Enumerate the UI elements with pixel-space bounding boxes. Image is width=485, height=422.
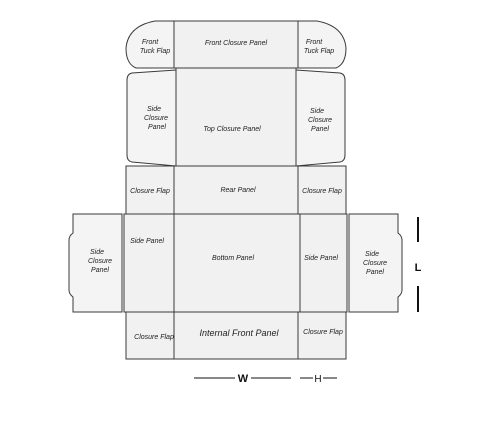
width-dimension-label: W: [238, 373, 249, 385]
label-side-panel-right: Side Panel: [304, 255, 338, 262]
label-closure-flap-lower-right: Closure Flap: [303, 329, 343, 336]
label-side-panel-left: Side Panel: [130, 238, 164, 245]
side-closure-panel-left: [126, 69, 177, 167]
label-closure-flap-lower-left: Closure Flap: [134, 334, 174, 341]
label-bottom-panel: Bottom Panel: [212, 255, 254, 262]
label-side-closure-panel-far-right: Side Closure Panel: [363, 251, 389, 276]
front-tuck-flap-right: [297, 20, 347, 69]
side-panel-right: [299, 213, 348, 313]
closure-flap-upper-left: [125, 165, 175, 215]
label-front-closure-panel: Front Closure Panel: [205, 40, 268, 47]
label-side-closure-panel-left: Side Closure Panel: [144, 106, 170, 131]
internal-front-panel: [173, 311, 299, 360]
bottom-panel: [173, 213, 301, 313]
label-rear-panel: Rear Panel: [220, 187, 255, 194]
label-side-closure-panel-far-left: Side Closure Panel: [88, 249, 114, 274]
label-internal-front-panel: Internal Front Panel: [199, 328, 279, 338]
side-closure-panel-far-right: [348, 213, 403, 313]
closure-flap-lower-right: [297, 311, 347, 360]
side-closure-panel-far-left: [68, 213, 123, 313]
top-closure-panel: [175, 67, 297, 167]
front-tuck-flap-left: [125, 20, 175, 69]
label-front-tuck-flap-left: Front Tuck Flap: [140, 39, 170, 55]
label-top-closure-panel: Top Closure Panel: [203, 126, 261, 133]
closure-flap-upper-right: [297, 165, 347, 215]
label-closure-flap-upper-left: Closure Flap: [130, 188, 170, 195]
side-closure-panel-right: [295, 69, 346, 167]
front-closure-panel: [173, 20, 299, 69]
side-panel-left: [123, 213, 175, 313]
label-front-tuck-flap-right: Front Tuck Flap: [304, 39, 334, 55]
length-dimension-label: L: [415, 262, 422, 274]
label-side-closure-panel-right: Side Closure Panel: [308, 108, 334, 133]
height-dimension-label: H: [314, 374, 321, 385]
label-closure-flap-upper-right: Closure Flap: [302, 188, 342, 195]
